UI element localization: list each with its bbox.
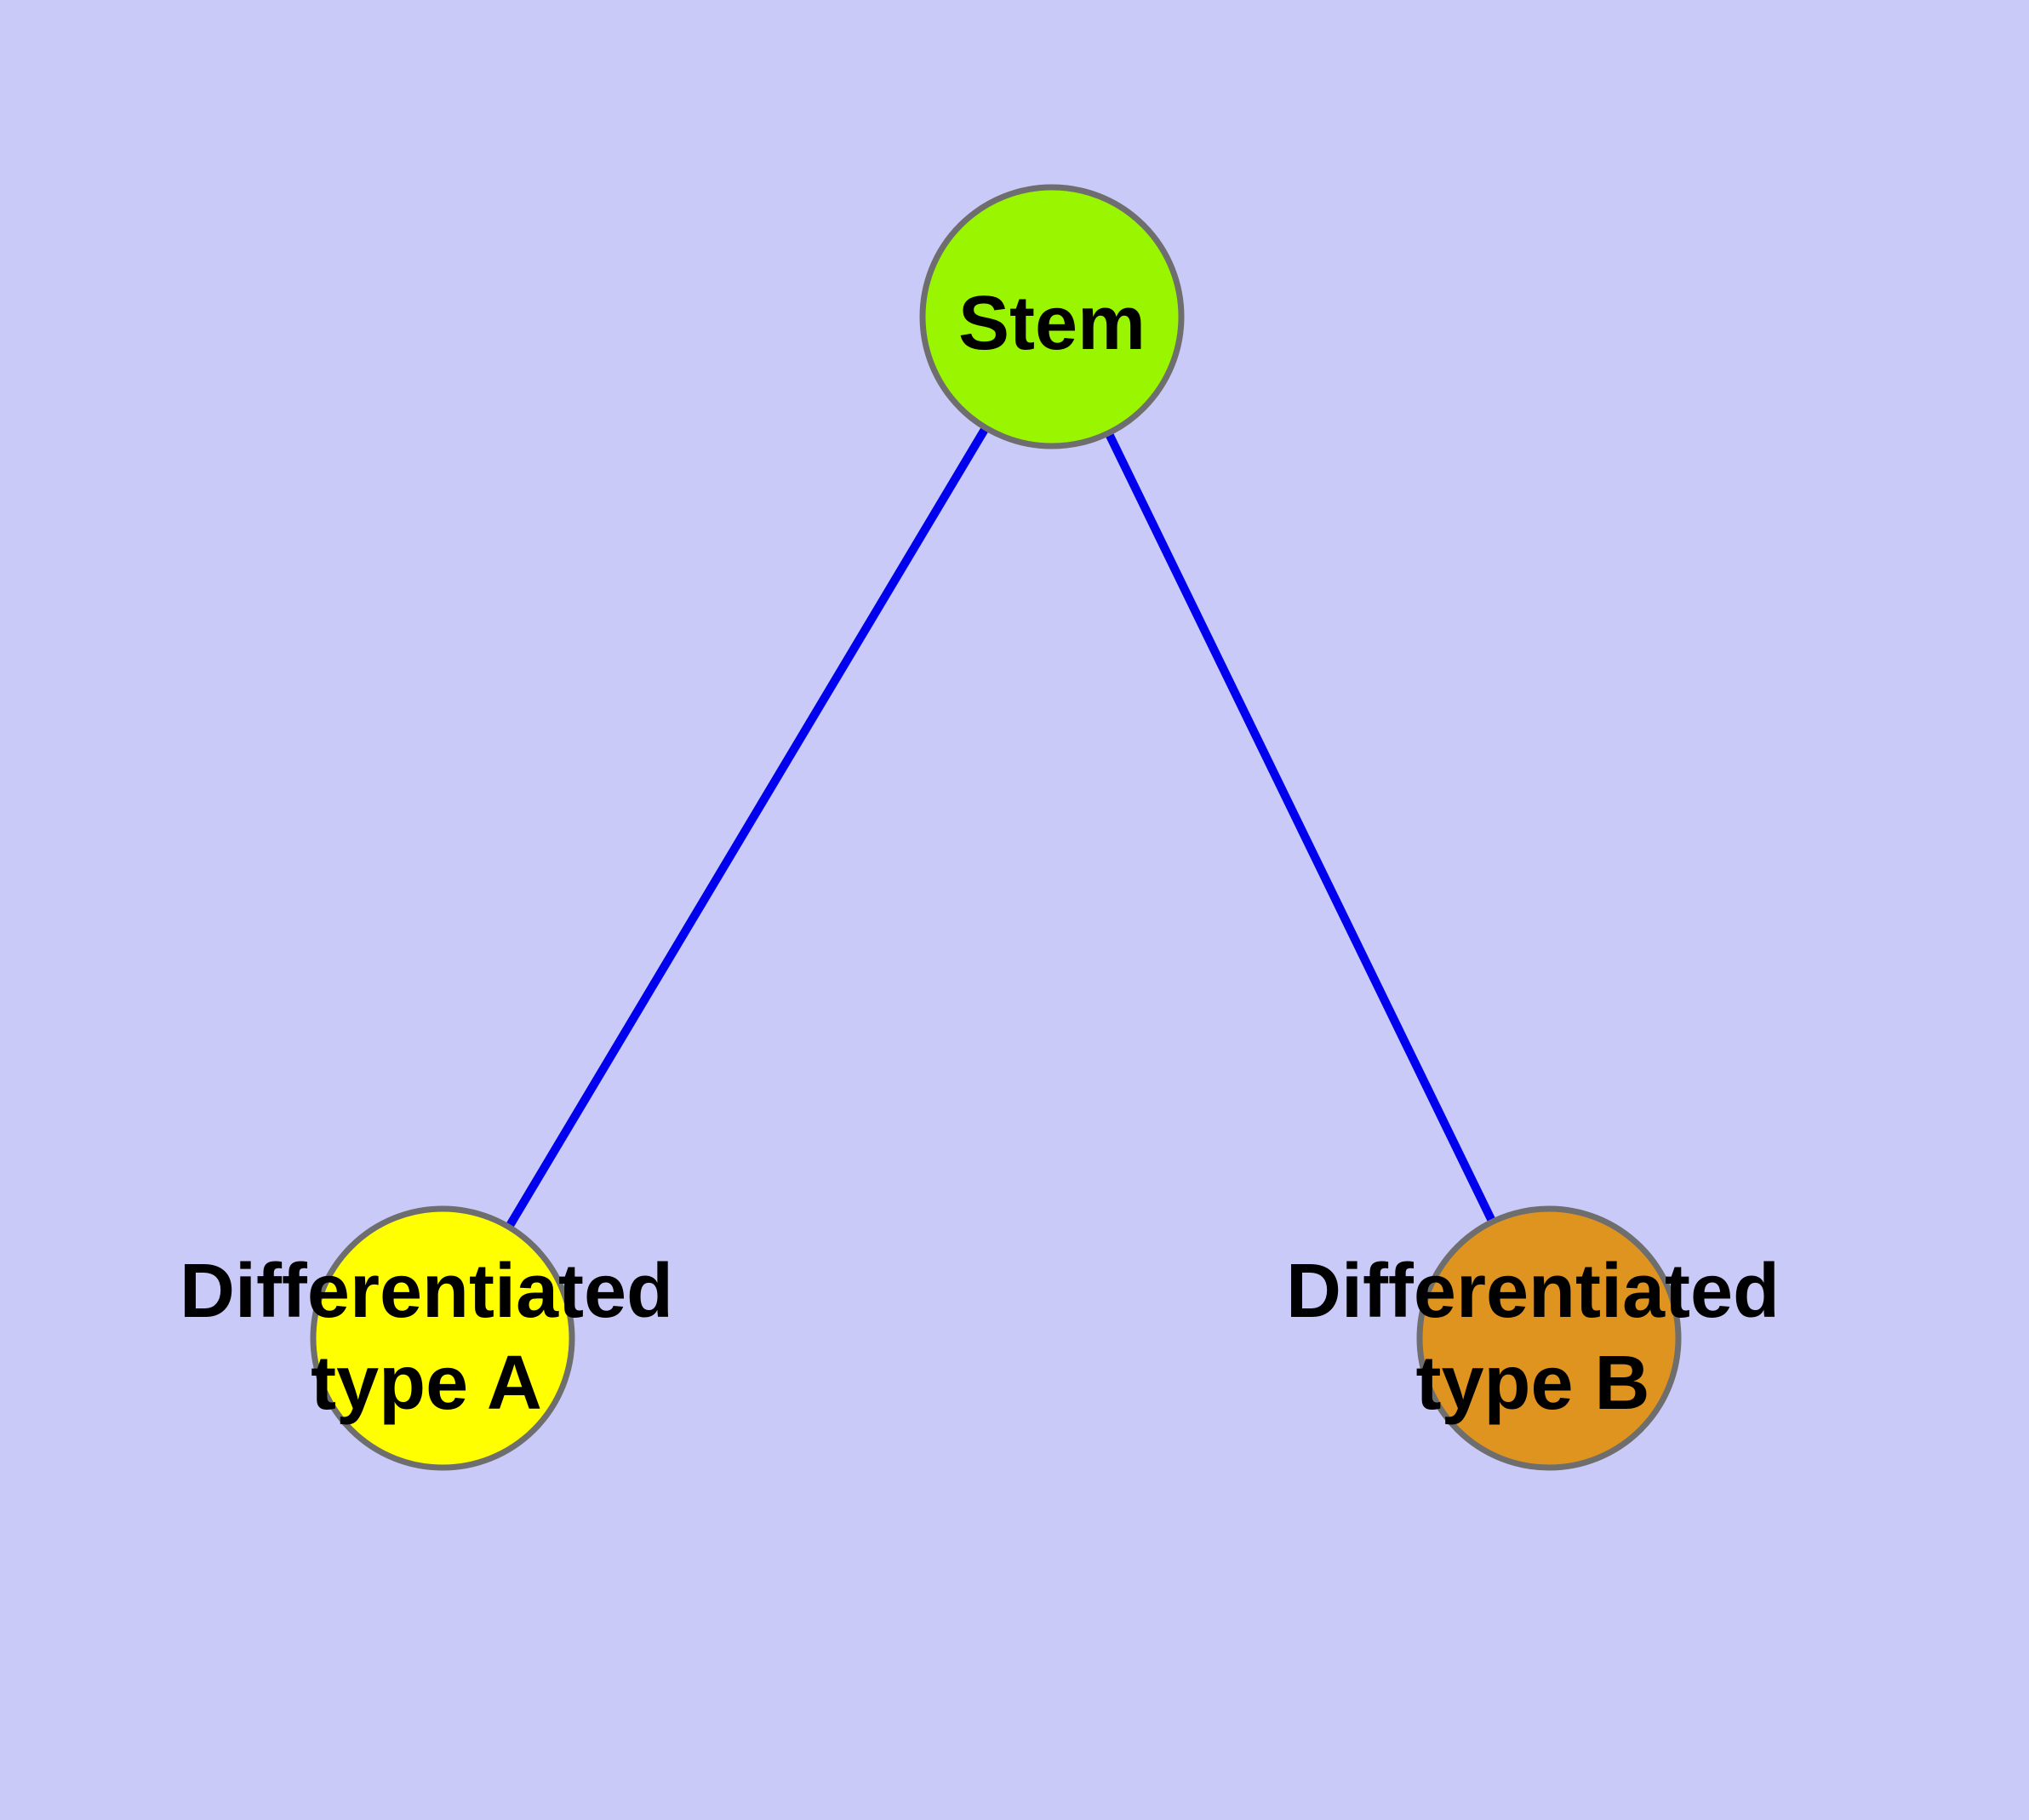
node-stem-circle: [919, 184, 1185, 449]
node-type-a-label-line2: type A: [311, 1341, 542, 1426]
node-type-a-circle: [310, 1205, 575, 1471]
node-type-a-label-line1: Differentiated: [180, 1249, 673, 1334]
node-type-b-circle: [1416, 1205, 1682, 1471]
edge-stem-to-type-b: [1048, 314, 1553, 1341]
node-type-b-label-line2: type B: [1415, 1341, 1649, 1426]
node-type-b-label-line1: Differentiated: [1286, 1249, 1780, 1334]
node-stem-label: Stem: [958, 281, 1146, 366]
edge-stem-to-type-a: [438, 314, 1056, 1341]
